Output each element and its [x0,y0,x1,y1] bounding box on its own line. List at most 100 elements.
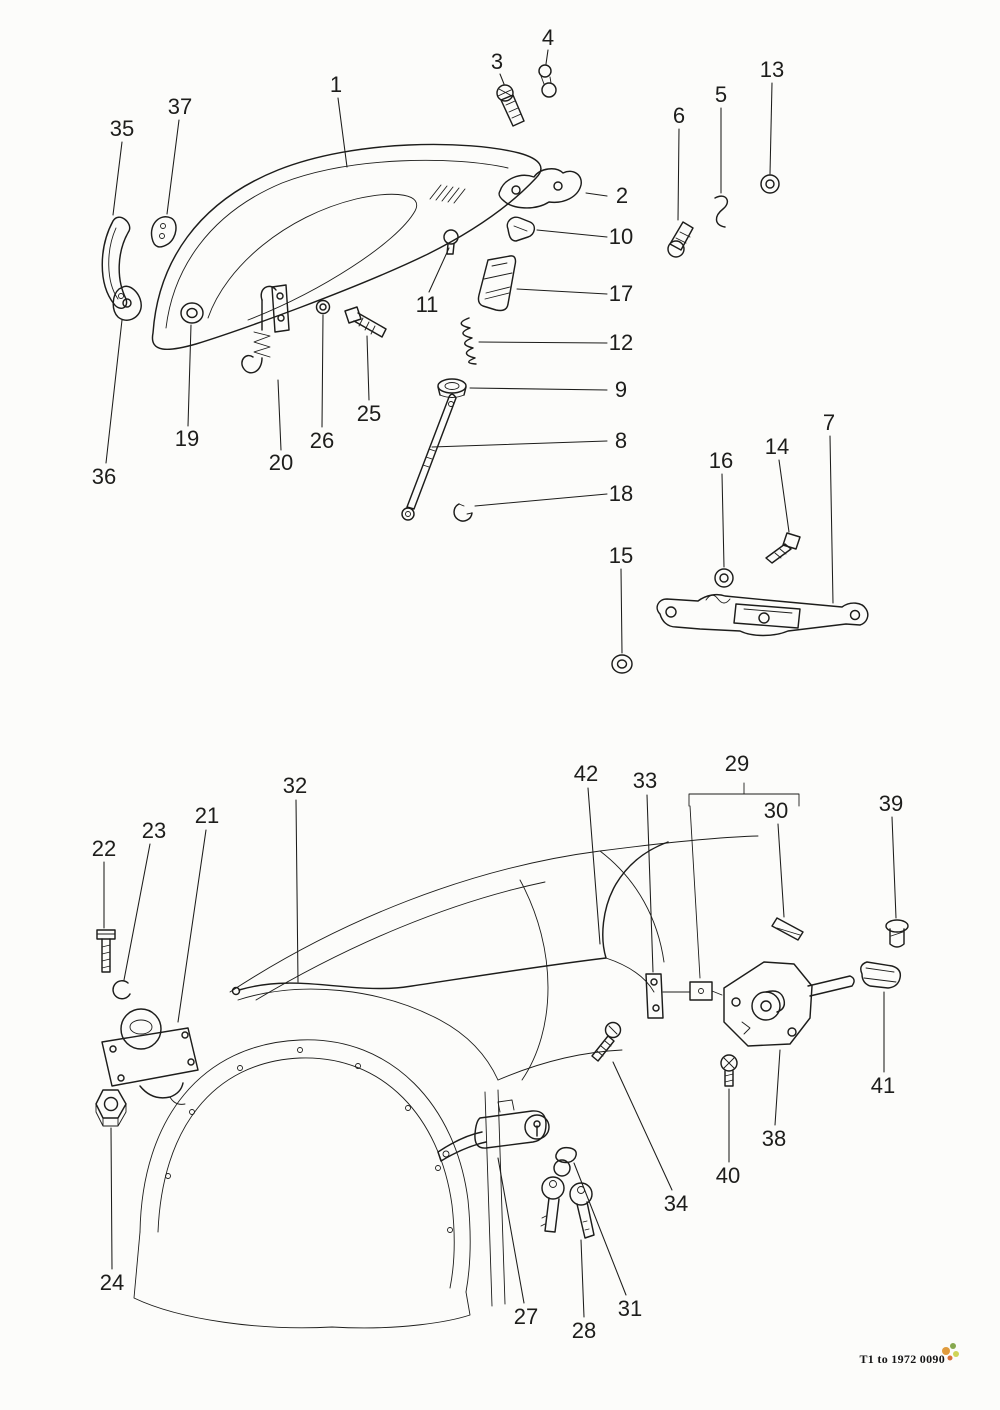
cable-clamp-33 [605,957,664,1019]
grommet-39 [885,919,909,948]
snap-ring-23 [112,980,131,1000]
hood-grille-hatch [429,184,466,204]
bracket-29 [688,782,800,979]
callout-37: 37 [167,94,193,119]
handle-base-plate-36 [112,285,142,321]
leader-line-27 [497,1157,525,1304]
callout-7: 7 [822,410,836,435]
callout-19: 19 [174,426,200,451]
callout-6: 6 [672,103,686,128]
spring-12 [460,317,477,365]
bolt-22 [96,929,116,973]
leader-line-16 [721,473,725,568]
callout-30: 30 [763,798,789,823]
bolt-14 [765,532,801,564]
lock-carrier-7 [656,593,869,637]
callout-16: 16 [708,448,734,473]
leader-line-8 [431,440,608,448]
callout-3: 3 [490,49,504,74]
release-handle-21 [101,1008,199,1105]
callout-29: 29 [724,751,750,776]
callout-32: 32 [282,773,308,798]
leader-line-33 [646,794,654,973]
cable-end-fitting [662,981,723,1001]
leader-line-11 [428,247,450,293]
pin-30 [771,917,804,941]
clip-18 [453,503,473,522]
callout-12: 12 [608,330,634,355]
callout-8: 8 [614,428,628,453]
callout-23: 23 [141,818,167,843]
hood-handle-trim-35 [101,216,131,310]
callout-5: 5 [714,82,728,107]
washer-26 [315,299,331,315]
leader-line-17 [516,288,608,295]
callout-14: 14 [764,434,790,459]
washer-16 [714,568,734,588]
leader-line-34 [612,1061,673,1191]
callout-15: 15 [608,543,634,568]
leader-line-37 [166,119,180,215]
washer-13 [760,174,780,194]
link-clip-4 [538,64,557,98]
callout-11: 11 [415,292,439,317]
callout-41: 41 [870,1073,896,1098]
leader-line-6 [677,128,680,221]
callout-21: 21 [194,803,220,828]
leader-line-21 [177,829,207,1023]
leader-line-2 [585,192,608,197]
callout-42: 42 [573,761,599,786]
leader-lines [103,49,897,1318]
leader-line-10 [536,229,608,238]
bolt-3 [496,84,525,127]
hood-handle-pad-37 [150,216,177,248]
callout-22: 22 [91,836,117,861]
leader-line-31 [573,1162,627,1296]
leader-line-9 [469,387,608,391]
hood-panel [151,143,542,351]
buffer-clip-10 [506,216,536,242]
release-cable-32 [231,841,669,996]
callout-2: 2 [615,183,629,208]
leader-line-39 [891,816,897,919]
grommet-19 [180,302,204,324]
callout-4: 4 [541,25,555,50]
callout-31: 31 [617,1296,643,1321]
leader-line-28 [580,1239,585,1318]
leader-line-14 [778,459,790,533]
leader-line-20 [277,379,282,451]
callout-38: 38 [761,1126,787,1151]
leader-line-4 [545,49,549,65]
leader-line-12 [478,341,608,344]
callout-28: 28 [571,1318,597,1343]
leader-line-13 [769,82,773,175]
callout-36: 36 [91,464,117,489]
spring-guide-17 [477,255,517,312]
callout-40: 40 [715,1163,741,1188]
cap-41 [860,961,902,989]
leader-line-23 [123,843,151,981]
callout-1: 1 [329,72,343,97]
s-hook-5 [714,195,729,228]
callout-33: 33 [632,768,658,793]
leader-line-35 [112,141,123,216]
washer-15 [611,654,633,674]
callout-18: 18 [608,481,634,506]
leader-line-26 [321,314,324,428]
callout-27: 27 [513,1304,539,1329]
leader-line-24 [110,1127,113,1270]
callout-17: 17 [608,281,634,306]
leader-line-25 [366,335,370,401]
callout-10: 10 [608,224,634,249]
nut-24 [95,1089,127,1127]
callout-9: 9 [614,377,628,402]
callout-34: 34 [663,1191,689,1216]
keys-28 [540,1159,595,1239]
lock-assembly-38 [723,961,855,1047]
callout-13: 13 [759,57,785,82]
leader-line-38 [774,1049,781,1126]
lock-cylinder-27 [437,1099,550,1162]
hinge-bracket-2 [498,168,582,209]
leader-line-42 [587,787,601,945]
